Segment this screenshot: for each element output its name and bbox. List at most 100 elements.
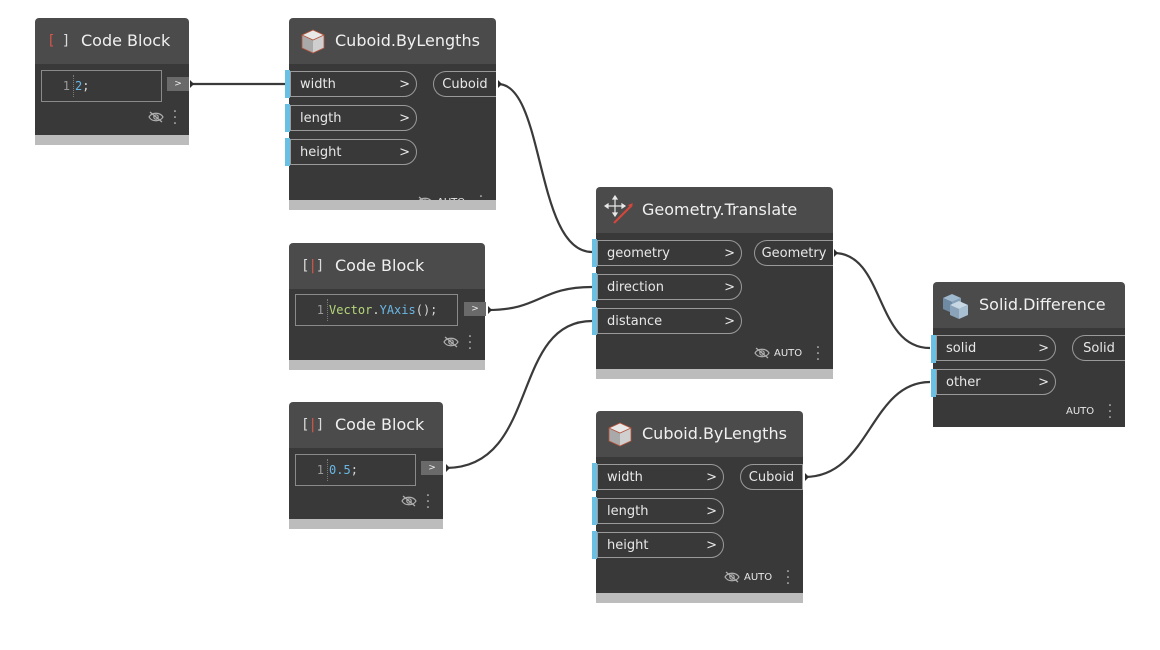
input-port-solid[interactable]: solid> [936,335,1056,361]
port-indicator [931,369,936,397]
port-arrow: > [706,538,717,553]
cube-icon [608,422,632,447]
node-body: solid> other > Solid AUTO ··· [931,328,1125,427]
port-label: other [946,375,981,390]
eye-slash-icon[interactable] [443,336,459,348]
code-block-node-2[interactable]: [|] Code Block 1 Vector.YAxis(); > ··· [289,243,486,370]
port-arrow: > [399,111,410,126]
node-footer [35,135,189,145]
move-arrows-icon [604,195,633,224]
node-title: Cuboid.ByLengths [335,31,480,50]
code-block-node-3[interactable]: [|] Code Block 1 0.5; > ··· [289,402,443,529]
code-method: YAxis [379,303,416,317]
code-punct: ; [82,79,90,93]
input-port-length[interactable]: length> [597,498,724,524]
vertical-dots-icon[interactable]: ··· [815,340,821,368]
cube-icon [301,29,325,54]
input-port-length[interactable]: length> [290,105,417,131]
output-port-cuboid[interactable]: Cuboid [740,464,803,490]
node-header[interactable]: [|] Code Block [289,243,485,289]
vertical-dots-icon[interactable]: ··· [425,488,431,516]
node-header[interactable]: Cuboid.ByLengths [289,18,496,64]
code-editor[interactable]: 1 2; [41,70,162,102]
input-port-width[interactable]: width> [597,464,724,490]
node-header[interactable]: [|] Code Block [289,402,443,448]
input-port-other[interactable]: other > [936,369,1056,395]
code-punct: (); [415,303,438,317]
lacing-label: AUTO [774,348,803,359]
port-label: solid [946,341,977,356]
input-port-height[interactable]: height> [290,139,417,165]
node-body: 1 Vector.YAxis(); > ··· [289,289,486,360]
input-port-distance[interactable]: distance> [597,308,742,334]
line-number: 1 [316,463,324,477]
cuboid-bylengths-node-2[interactable]: Cuboid.ByLengths width> length> height> … [592,411,803,603]
eye-slash-icon[interactable] [754,347,770,359]
eye-slash-icon[interactable] [401,495,417,507]
wire-cuboid2-to-difference-other [804,380,931,479]
solid-difference-node[interactable]: Solid.Difference solid> other > Solid AUT… [931,282,1125,427]
code-number: 2 [75,79,83,93]
code-punct: ; [350,463,358,477]
node-title: Cuboid.ByLengths [642,424,787,443]
eye-slash-icon[interactable] [148,111,164,123]
code-editor[interactable]: 1 Vector.YAxis(); [295,294,458,326]
port-arrow: > [706,504,717,519]
eye-slash-icon[interactable] [724,571,740,583]
node-title: Solid.Difference [979,295,1106,314]
node-header[interactable]: Cuboid.ByLengths [596,411,803,457]
port-label: geometry [607,246,671,261]
code-class: Vector [329,303,373,317]
code-number: 0.5 [329,463,351,477]
node-title: Code Block [81,31,171,50]
editor-gutter [327,299,328,321]
node-title: Code Block [335,256,425,275]
wire-end-marker [834,249,838,257]
wire-end-marker [805,473,809,481]
input-port-width[interactable]: width> [290,71,417,97]
solid-difference-icon [943,294,968,319]
node-body: width> length> height> Cuboid AUTO ··· [592,457,803,593]
cuboid-bylengths-node-1[interactable]: Cuboid.ByLengths width> length> height> … [285,18,496,216]
wire-translate-to-difference-solid [833,251,931,350]
output-port[interactable]: > [167,77,189,91]
output-port-cuboid[interactable]: Cuboid [433,71,496,97]
port-label: height [300,145,342,160]
port-indicator [592,307,597,335]
wire-codeblock2-to-translate-direction [487,285,593,312]
wire-codeblock3-to-translate-distance [445,319,593,470]
port-arrow: > [706,470,717,485]
output-port-geometry[interactable]: Geometry [754,240,833,266]
code-block-node-1[interactable]: [ ] Code Block 1 2; > ··· [35,18,189,145]
code-punct: . [372,303,380,317]
port-arrow: > [724,280,735,295]
node-body: width> length> height> Cuboid AUTO ··· [285,64,496,216]
node-header[interactable]: Solid.Difference [933,282,1125,328]
input-port-height[interactable]: height > [597,532,724,558]
port-indicator [592,239,597,267]
wire-end-marker [190,80,194,88]
port-label: height [607,538,649,553]
output-port[interactable]: > [421,461,443,475]
node-header[interactable]: Geometry.Translate [596,187,833,233]
port-arrow: > [724,246,735,261]
output-port[interactable]: > [464,302,486,316]
line-number: 1 [62,79,70,93]
vertical-dots-icon[interactable]: ··· [785,564,791,592]
wire-cuboid1-to-translate-geometry [497,82,593,254]
lacing-label: AUTO [1066,406,1095,417]
vertical-dots-icon[interactable]: ··· [1107,398,1113,426]
output-port-solid[interactable]: Solid [1072,335,1125,361]
vertical-dots-icon[interactable]: ··· [467,329,473,357]
geometry-translate-node[interactable]: Geometry.Translate geometry> direction> … [592,187,833,379]
editor-gutter [327,459,328,481]
node-footer [289,200,496,210]
input-port-geometry[interactable]: geometry > [597,240,742,266]
code-editor[interactable]: 1 0.5; [295,454,416,486]
input-port-direction[interactable]: direction> [597,274,742,300]
port-arrow: > [1038,375,1049,390]
vertical-dots-icon[interactable]: ··· [172,104,178,132]
node-header[interactable]: [ ] Code Block [35,18,189,64]
